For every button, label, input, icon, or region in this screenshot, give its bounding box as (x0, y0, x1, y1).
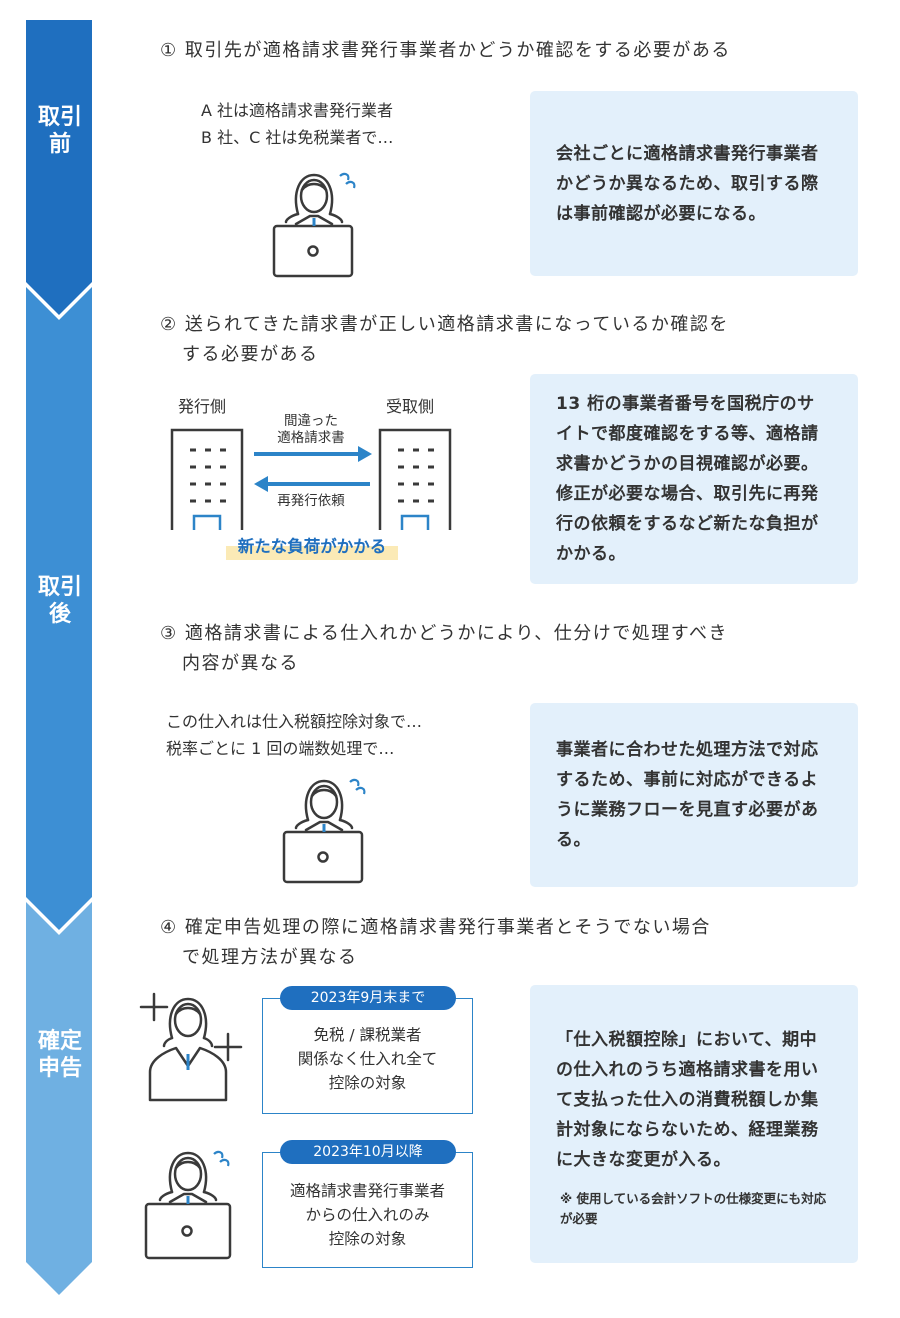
phase-label-after: 取引後 (38, 575, 83, 627)
receiver-building-icon (378, 428, 452, 530)
receiver-label: 受取側 (386, 397, 435, 416)
burden-highlight (226, 546, 398, 560)
section3-speech-line2: 税率ごとに 1 回の端数処理で… (166, 739, 395, 758)
section3-speech-line1: この仕入れは仕入税額控除対象で… (166, 712, 423, 731)
section1-info-box: 会社ごとに適格請求書発行事業者かどうか異なるため、取引する際は事前確認が必要にな… (530, 91, 858, 276)
section1-speech-line1: A 社は適格請求書発行業者 (201, 101, 394, 120)
arrow-right-icon (254, 446, 372, 462)
section3-speech: この仕入れは仕入税額控除対象で… 税率ごとに 1 回の端数処理で… (166, 708, 422, 762)
timeline (26, 20, 92, 1295)
section3-heading: ③ 適格請求書による仕入れかどうかにより、仕分けで処理すべき 内容が異なる (160, 619, 728, 679)
burden-label: 新たな負荷がかかる (237, 537, 387, 556)
card1-line1: 免税 / 課税業者 (313, 1026, 422, 1044)
issuer-building-icon (170, 428, 244, 530)
section2-info-box: 13 桁の事業者番号を国税庁のサイトで都度確認をする等、適格請求書かどうかの目視… (530, 374, 858, 584)
section4-info-box: 「仕入税額控除」において、期中の仕入れのうち適格請求書を用いて支払った仕入の消費… (530, 985, 858, 1263)
section2-heading: ② 送られてきた請求書が正しい適格請求書になっているか確認を する必要がある (160, 310, 729, 370)
section4-info-text: 「仕入税額控除」において、期中の仕入れのうち適格請求書を用いて支払った仕入の消費… (556, 1030, 819, 1170)
card1-pill: 2023年9月末まで (280, 986, 456, 1010)
worker-laptop-icon (144, 1150, 232, 1260)
section1-speech-line2: B 社、C 社は免税業者で… (201, 128, 394, 147)
phase-label-tax-return: 確定申告 (38, 1029, 83, 1081)
card2-pill: 2023年10月以降 (280, 1140, 456, 1164)
worker-plus-icon (139, 992, 243, 1102)
section1-info-text: 会社ごとに適格請求書発行事業者かどうか異なるため、取引する際は事前確認が必要にな… (556, 143, 819, 224)
card2-line1: 適格請求書発行事業者 (289, 1182, 445, 1200)
card2-line2: からの仕入れのみ (305, 1206, 430, 1224)
timeline-segment-tax-return (26, 902, 92, 1295)
section4-info-note: ※ 使用している会計ソフトの仕様変更にも対応が必要 (560, 1191, 827, 1226)
arrow-right-label: 間違った 適格請求書 (277, 413, 345, 446)
arrow-left-label: 再発行依頼 (277, 493, 345, 509)
section3-heading-line2: 内容が異なる (182, 653, 299, 674)
section1-speech: A 社は適格請求書発行業者 B 社、C 社は免税業者で… (201, 97, 393, 151)
card-after-oct-2023: 適格請求書発行事業者 からの仕入れのみ 控除の対象 (262, 1152, 473, 1268)
card2-line3: 控除の対象 (328, 1230, 407, 1248)
section1-heading: ① 取引先が適格請求書発行事業者かどうか確認をする必要がある (160, 40, 731, 61)
worker-laptop-icon (272, 172, 356, 278)
timeline-segment-before (26, 20, 92, 315)
issuer-label: 発行側 (178, 397, 227, 416)
phase-label-before: 取引前 (38, 105, 83, 157)
section3-info-box: 事業者に合わせた処理方法で対応するため、事前に対応ができるように業務フローを見直… (530, 703, 858, 887)
section4-heading: ④ 確定申告処理の際に適格請求書発行事業者とそうでない場合 で処理方法が異なる (160, 913, 711, 973)
section2-heading-line1: ② 送られてきた請求書が正しい適格請求書になっているか確認を (160, 314, 729, 335)
section2-heading-line2: する必要がある (182, 344, 319, 365)
section2-info-text: 13 桁の事業者番号を国税庁のサイトで都度確認をする等、適格請求書かどうかの目視… (556, 394, 819, 564)
worker-laptop-icon (282, 778, 366, 884)
section4-heading-line2: で処理方法が異なる (182, 947, 358, 968)
arrow-left-icon (254, 476, 370, 492)
card-before-oct-2023: 免税 / 課税業者 関係なく仕入れ全て 控除の対象 (262, 998, 473, 1114)
timeline-segment-after (26, 287, 92, 930)
section4-heading-line1: ④ 確定申告処理の際に適格請求書発行事業者とそうでない場合 (160, 917, 711, 938)
card1-line2: 関係なく仕入れ全て (297, 1050, 438, 1068)
document-flow-diagram (170, 428, 452, 530)
section3-info-text: 事業者に合わせた処理方法で対応するため、事前に対応ができるように業務フローを見直… (556, 740, 819, 850)
card1-line3: 控除の対象 (328, 1074, 407, 1092)
section3-heading-line1: ③ 適格請求書による仕入れかどうかにより、仕分けで処理すべき (160, 623, 728, 644)
